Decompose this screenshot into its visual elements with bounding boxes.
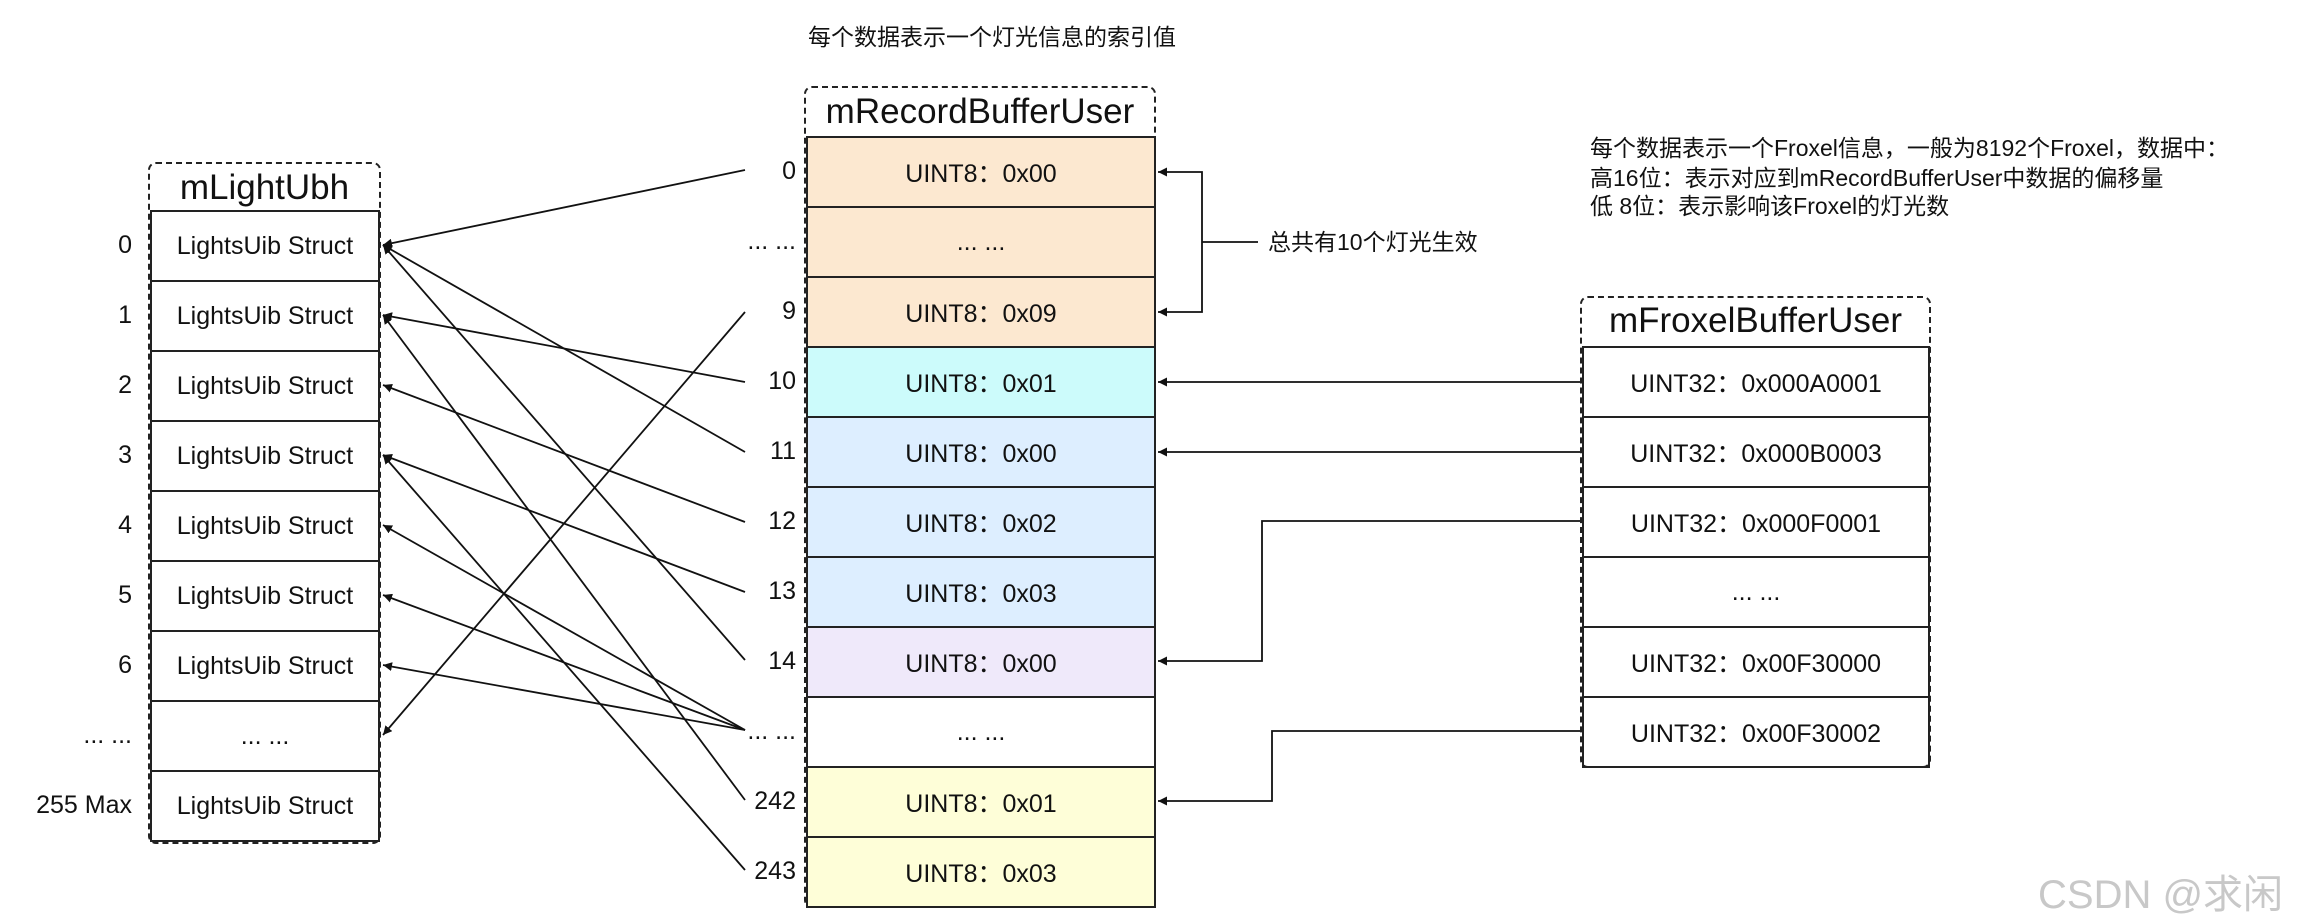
arrow-record-dots-to-light-4: [382, 524, 746, 731]
bracket-arrow-to-record-9: [1158, 242, 1203, 317]
light-index-label: 0: [118, 231, 132, 259]
arrow-record-14-to-light-0: [382, 244, 746, 661]
record-index-label: 11: [770, 437, 796, 465]
record-index-label: 14: [768, 647, 796, 675]
record-entry-cell: UINT8：0x02: [806, 486, 1156, 558]
arrow-record-243-to-light-3: [382, 454, 746, 871]
arrow-record-13-to-light-3: [382, 453, 746, 593]
light-index-label: 1: [118, 301, 132, 329]
record-index-label: 243: [754, 857, 796, 885]
light-index-label: 255 Max: [36, 791, 132, 819]
light-index-label: 6: [118, 651, 132, 679]
light-struct-cell: LightsUib Struct: [150, 770, 380, 842]
light-struct-cell: LightsUib Struct: [150, 560, 380, 632]
record-index-label: 242: [754, 787, 796, 815]
arrow-record-dots-to-light-6: [382, 662, 746, 731]
record-entry-cell: UINT8：0x01: [806, 766, 1156, 838]
record-index-label: 0: [782, 157, 796, 185]
record-index-label: 9: [782, 297, 796, 325]
record-index-label: ... ...: [747, 227, 796, 255]
light-ubh-title: mLightUbh: [179, 168, 350, 207]
record-index-label: 10: [768, 367, 796, 395]
arrow-record-0-to-light-0: [382, 169, 746, 248]
froxel-description-line-1: 每个数据表示一个Froxel信息，一般为8192个Froxel，数据中：: [1590, 135, 2229, 161]
arrow-record-242-to-light-1: [382, 314, 746, 801]
froxel-description-line-3: 低 8位：表示影响该Froxel的灯光数: [1590, 193, 1950, 219]
light-index-label: 2: [118, 371, 132, 399]
arrow-record-11-to-light-0: [382, 244, 746, 453]
light-struct-cell: ... ...: [150, 700, 380, 772]
light-index-label: 5: [118, 581, 132, 609]
light-struct-cell: LightsUib Struct: [150, 420, 380, 492]
arrow-froxel-3-to-record-14: [1158, 520, 1580, 666]
arrow-froxel-6-to-record-242: [1158, 730, 1580, 806]
bracket-arrow-to-record-0: [1158, 167, 1203, 242]
light-index-label: ... ...: [83, 721, 132, 749]
froxel-entry-cell: UINT32：0x00F30002: [1582, 696, 1930, 768]
froxel-description-line-2: 高16位：表示对应到mRecordBufferUser中数据的偏移量: [1590, 165, 2164, 191]
record-buffer-title: mRecordBufferUser: [825, 92, 1135, 131]
light-ubh-frame: [148, 162, 381, 844]
record-index-label: ... ...: [747, 717, 796, 745]
record-entry-cell: UINT8：0x00: [806, 416, 1156, 488]
light-index-label: 3: [118, 441, 132, 469]
light-index-label: 4: [118, 511, 132, 539]
record-index-label: 12: [768, 507, 796, 535]
watermark: CSDN @求闲: [2038, 873, 2284, 917]
record-index-label: 13: [768, 577, 796, 605]
light-struct-cell: LightsUib Struct: [150, 490, 380, 562]
record-buffer-description: 每个数据表示一个灯光信息的索引值: [808, 24, 1176, 50]
active-lights-bracket-label: 总共有10个灯光生效: [1268, 229, 1478, 255]
record-entry-cell: UINT8：0x03: [806, 836, 1156, 908]
froxel-buffer-title: mFroxelBufferUser: [1608, 301, 1903, 340]
froxel-entry-cell: UINT32：0x00F30000: [1582, 626, 1930, 698]
record-entry-cell: ... ...: [806, 206, 1156, 278]
record-entry-cell: ... ...: [806, 696, 1156, 768]
record-entry-cell: UINT8：0x09: [806, 276, 1156, 348]
record-entry-cell: UINT8：0x00: [806, 626, 1156, 698]
